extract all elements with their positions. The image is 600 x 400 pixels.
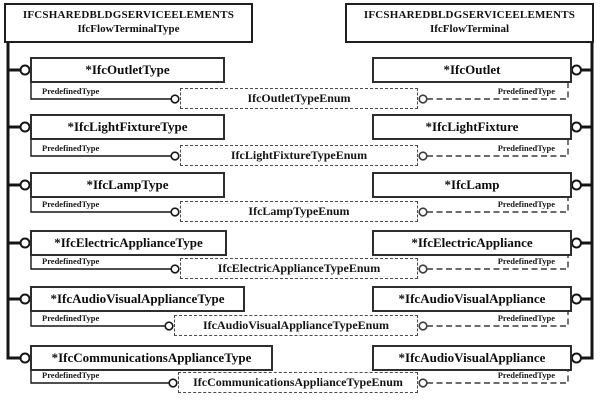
subtype-circle-terminator — [571, 352, 582, 364]
entity-label: *IfcLightFixtureType — [67, 119, 188, 134]
attribute-label: PredefinedType — [42, 313, 100, 323]
entity-label: *IfcLampType — [86, 177, 169, 192]
entity-node-right: *IfcLamp — [372, 172, 572, 198]
enum-label: IfcLightFixtureTypeEnum — [227, 148, 371, 163]
schema-name: IFCSHAREDBLDGSERVICEELEMENTS — [363, 9, 576, 22]
schema-name: IFCSHAREDBLDGSERVICEELEMENTS — [22, 9, 235, 22]
enum-type-node: IfcCommunicationsApplianceTypeEnum — [178, 372, 418, 393]
attribute-circle-terminator — [170, 94, 180, 104]
entity-node-right: *IfcElectricAppliance — [372, 230, 572, 256]
entity-group-name: IfcFlowTerminal — [429, 23, 510, 35]
subtype-circle-terminator — [571, 293, 582, 305]
attribute-label: PredefinedType — [497, 256, 555, 266]
attribute-circle-terminator — [418, 264, 428, 274]
enum-type-node: IfcElectricApplianceTypeEnum — [180, 258, 418, 279]
attribute-line-solid — [30, 312, 165, 327]
subtype-circle-terminator — [19, 352, 31, 364]
enum-label: IfcCommunicationsApplianceTypeEnum — [190, 375, 406, 390]
entity-label: *IfcOutlet — [443, 62, 501, 77]
entity-label: *IfcAudioVisualAppliance — [398, 291, 546, 306]
subtype-circle-terminator — [19, 64, 31, 76]
entity-node-left: *IfcElectricApplianceType — [30, 230, 227, 256]
attribute-label: PredefinedType — [497, 143, 555, 153]
entity-label: *IfcLamp — [444, 177, 500, 192]
subtype-circle-terminator — [19, 293, 31, 305]
enum-type-node: IfcLightFixtureTypeEnum — [180, 145, 418, 166]
attribute-circle-terminator — [418, 378, 428, 388]
attribute-circle-terminator — [418, 151, 428, 161]
entity-label: *IfcLightFixture — [425, 119, 519, 134]
entity-node-left: *IfcCommunicationsApplianceType — [30, 345, 273, 371]
enum-type-node: IfcOutletTypeEnum — [180, 88, 418, 109]
entity-label: *IfcElectricAppliance — [411, 235, 533, 250]
entity-node-right: *IfcAudioVisualAppliance — [372, 345, 572, 371]
attribute-label: PredefinedType — [42, 143, 100, 153]
entity-node-left: *IfcOutletType — [30, 57, 225, 83]
entity-node-right: *IfcOutlet — [372, 57, 572, 83]
attribute-line-solid — [30, 198, 171, 213]
schema-header-flow-terminal-type: IFCSHAREDBLDGSERVICEELEMENTS IfcFlowTerm… — [4, 3, 253, 43]
attribute-circle-terminator — [170, 151, 180, 161]
entity-node-left: *IfcAudioVisualApplianceType — [30, 286, 245, 312]
attribute-label: PredefinedType — [42, 86, 100, 96]
attribute-circle-terminator — [170, 264, 180, 274]
attribute-label: PredefinedType — [497, 370, 555, 380]
subtype-circle-terminator — [19, 121, 31, 133]
attribute-circle-terminator — [418, 94, 428, 104]
attribute-line-solid — [30, 83, 171, 100]
attribute-circle-terminator — [418, 207, 428, 217]
subtype-circle-terminator — [19, 179, 31, 191]
attribute-label: PredefinedType — [42, 256, 100, 266]
entity-label: *IfcElectricApplianceType — [54, 235, 203, 250]
attribute-label: PredefinedType — [42, 370, 100, 380]
schema-header-flow-terminal: IFCSHAREDBLDGSERVICEELEMENTS IfcFlowTerm… — [345, 3, 594, 43]
entity-node-right: *IfcLightFixture — [372, 114, 572, 140]
enum-type-node: IfcLampTypeEnum — [180, 201, 418, 222]
attribute-line-solid — [30, 256, 171, 270]
attribute-circle-terminator — [168, 378, 178, 388]
enum-label: IfcElectricApplianceTypeEnum — [214, 261, 384, 276]
entity-group-name: IfcFlowTerminalType — [77, 23, 180, 35]
attribute-label: PredefinedType — [497, 199, 555, 209]
enum-type-node: IfcAudioVisualApplianceTypeEnum — [174, 315, 418, 336]
subtype-circle-terminator — [571, 121, 582, 133]
attribute-line-solid — [30, 140, 171, 157]
enum-label: IfcAudioVisualApplianceTypeEnum — [199, 318, 393, 333]
enum-label: IfcOutletTypeEnum — [244, 91, 354, 106]
entity-node-right: *IfcAudioVisualAppliance — [372, 286, 572, 312]
subtype-circle-terminator — [19, 237, 31, 249]
entity-label: *IfcAudioVisualAppliance — [398, 350, 546, 365]
subtype-circle-terminator — [571, 237, 582, 249]
attribute-label: PredefinedType — [497, 86, 555, 96]
subtype-circle-terminator — [571, 179, 582, 191]
attribute-label: PredefinedType — [497, 313, 555, 323]
entity-label: *IfcCommunicationsApplianceType — [51, 350, 252, 365]
enum-label: IfcLampTypeEnum — [245, 204, 353, 219]
attribute-label: PredefinedType — [42, 199, 100, 209]
attribute-line-solid — [30, 371, 169, 384]
entity-node-left: *IfcLampType — [30, 172, 225, 198]
attribute-circle-terminator — [170, 207, 180, 217]
entity-node-left: *IfcLightFixtureType — [30, 114, 225, 140]
entity-label: *IfcOutletType — [85, 62, 170, 77]
subtype-circle-terminator — [571, 64, 582, 76]
attribute-circle-terminator — [418, 321, 428, 331]
entity-label: *IfcAudioVisualApplianceType — [50, 291, 225, 306]
attribute-circle-terminator — [164, 321, 174, 331]
